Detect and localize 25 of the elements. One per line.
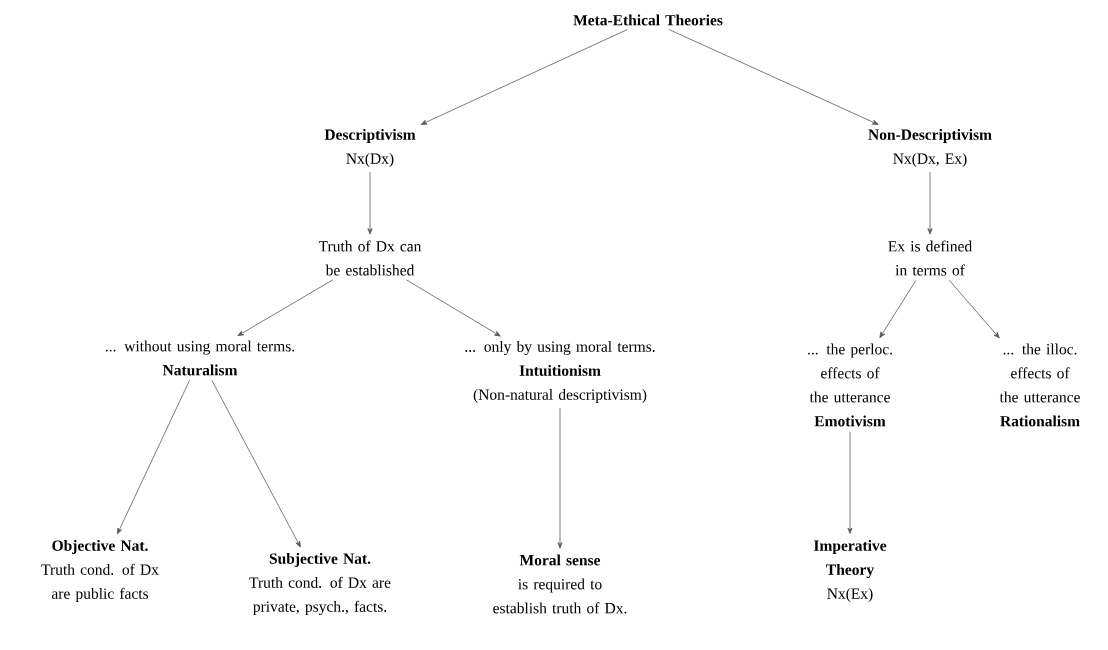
- text-label: ... the perloc. effects of the utterance Emotivism: [808, 343, 893, 427]
- arrow: [405, 279, 501, 337]
- text-label: Meta-Ethical Theories: [573, 14, 723, 26]
- arrow: [668, 29, 879, 125]
- text-label: Objective Nat. Truth cond. of Dx are public facts: [41, 539, 159, 602]
- text-label: Imperative Theory Nx(Ex): [813, 539, 887, 602]
- arrow: [879, 280, 917, 339]
- arrow: [211, 380, 301, 548]
- text-label: Subjective Nat. Truth cond. of Dx are private, psych., facts.: [249, 552, 391, 616]
- text-label: ... without using moral terms. Naturalism: [105, 340, 295, 376]
- text-label: ... only by using moral terms. Intuitionism (Non-natural descriptivism): [465, 340, 655, 403]
- arrow: [557, 407, 563, 549]
- arrow: [948, 279, 1000, 339]
- text-label: Non-Descriptivism Nx(Dx, Ex): [868, 128, 992, 167]
- arrow: [367, 171, 373, 235]
- text-label: Descriptivism Nx(Dx): [324, 128, 416, 167]
- arrow: [420, 29, 628, 125]
- arrow: [116, 380, 190, 535]
- arrow: [927, 171, 933, 235]
- text-label: ... the illoc. effects of the utterance Rationalism: [999, 343, 1080, 427]
- arrow: [237, 279, 334, 337]
- arrow: [847, 431, 853, 534]
- text-label: Moral sense is required to establish truth of Dx.: [493, 554, 627, 614]
- text-label: Ex is defined in terms of: [888, 240, 972, 276]
- text-label: Truth of Dx can be established: [318, 240, 422, 276]
